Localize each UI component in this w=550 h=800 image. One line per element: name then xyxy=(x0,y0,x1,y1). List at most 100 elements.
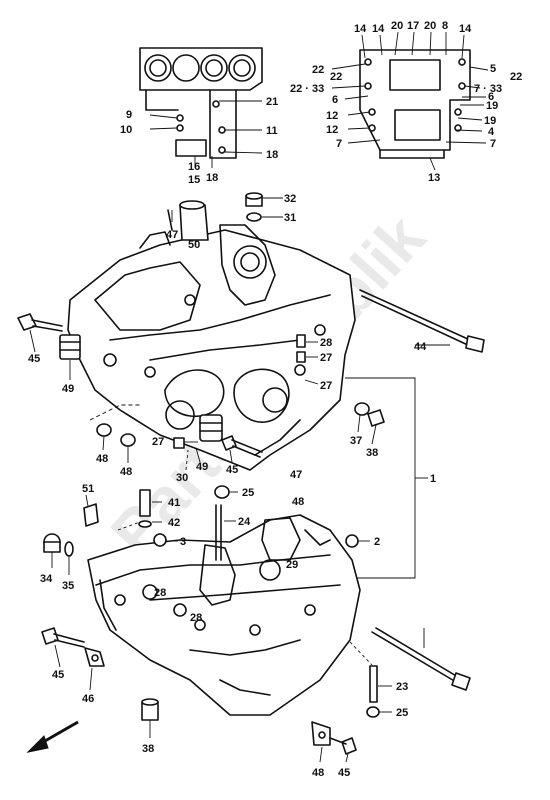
callout: 3 xyxy=(180,536,186,548)
front-arrow-icon xyxy=(26,720,79,753)
bolt-45-upper-left xyxy=(17,313,63,353)
sleeve-38-lower xyxy=(141,698,159,738)
dowel-pins-27-28 xyxy=(173,334,319,449)
callout: 17 xyxy=(407,20,419,32)
bolt-23-nut-25-lower xyxy=(349,641,392,718)
callout: 32 xyxy=(284,193,296,205)
callout: 22 xyxy=(312,64,324,76)
callout: 23 xyxy=(396,681,408,693)
oil-pressure-switch-49 xyxy=(59,334,81,380)
callout: 22 · 33 xyxy=(290,83,324,95)
callout: 6 xyxy=(332,94,338,106)
callout: 51 xyxy=(82,483,94,495)
callout: 44 xyxy=(414,341,427,353)
callout: 45 xyxy=(226,464,238,476)
callout: 13 xyxy=(428,172,440,184)
callout: 22 xyxy=(330,71,342,83)
callout: 49 xyxy=(62,383,74,395)
plug-34-washer-35 xyxy=(43,533,74,575)
callout: 48 xyxy=(312,767,324,779)
callout: 28 xyxy=(154,587,166,599)
callout: 10 xyxy=(120,124,132,136)
plugs-3-lower xyxy=(153,533,370,548)
callout-labels: 9 10 21 11 18 16 15 18 14 14 20 17 20 8 … xyxy=(28,20,522,779)
callout: 22 xyxy=(510,71,522,83)
callout: 12 xyxy=(326,124,338,136)
dashed-guide-30-49 xyxy=(185,447,201,471)
callout: 4 xyxy=(488,126,495,138)
callout: 7 · 33 xyxy=(474,83,502,95)
callout: 20 xyxy=(424,20,436,32)
oil-filter-49 xyxy=(199,414,223,442)
breather-cover xyxy=(167,200,209,246)
callout: 35 xyxy=(62,580,74,592)
callout: 38 xyxy=(366,447,378,459)
oil-filler-cap xyxy=(245,192,283,222)
callout: 34 xyxy=(40,573,53,585)
washers-48-upper xyxy=(89,404,140,463)
callout: 2 xyxy=(374,536,380,548)
inset-upper-crankcase-top-view xyxy=(139,47,263,168)
long-stud-43-lower xyxy=(371,627,471,691)
callout: 8 xyxy=(442,20,448,32)
callout: 27 xyxy=(320,380,332,392)
callout: 9 xyxy=(126,109,132,121)
callout: 42 xyxy=(168,517,180,529)
clamp-46-right-bolt-45 xyxy=(311,721,357,763)
callout: 14 xyxy=(372,23,385,35)
clamp-46-left xyxy=(84,647,105,691)
callout: 29 xyxy=(286,559,298,571)
bolt-45-front-upper xyxy=(221,435,263,463)
assembly-bracket-1 xyxy=(345,377,428,579)
callout: 47 xyxy=(290,469,302,481)
callout: 38 xyxy=(142,743,154,755)
callout: 16 xyxy=(188,161,200,173)
callout: 18 xyxy=(266,149,278,161)
callout: 7 xyxy=(490,138,496,150)
callout: 28 xyxy=(320,337,332,349)
callout: 11 xyxy=(266,125,278,137)
callout: 45 xyxy=(338,767,350,779)
callout: 25 xyxy=(242,487,254,499)
plug-37-38-right xyxy=(354,402,385,445)
callout: 28 xyxy=(190,612,202,624)
callout: 19 xyxy=(484,115,496,127)
callout: 25 xyxy=(396,707,408,719)
bolt-45-lower-left xyxy=(41,627,85,668)
callout: 27 xyxy=(320,352,332,364)
callout: 50 xyxy=(188,239,200,251)
cap-51 xyxy=(83,494,99,527)
callout: 45 xyxy=(28,353,40,365)
callout: 21 xyxy=(266,96,278,108)
callout: 5 xyxy=(490,63,496,75)
callout: 46 xyxy=(82,693,94,705)
callout: 20 xyxy=(391,20,403,32)
callout: 19 xyxy=(486,100,498,112)
callout: 7 xyxy=(336,138,342,150)
callout: 6 xyxy=(488,91,494,103)
callout: 12 xyxy=(326,110,338,122)
stud-24-and-nut-25 xyxy=(214,485,238,561)
callout: 47 xyxy=(166,229,178,241)
callout: 48 xyxy=(120,466,132,478)
callout: 30 xyxy=(176,472,188,484)
callout: 15 xyxy=(188,174,200,186)
callout: 41 xyxy=(168,497,180,509)
callout: 18 xyxy=(206,172,218,184)
tube-41-seal-42 xyxy=(117,489,162,531)
callout: 27 xyxy=(152,436,164,448)
callout: 48 xyxy=(96,453,108,465)
upper-crankcase xyxy=(67,224,356,471)
callout: 1 xyxy=(430,473,436,485)
callout: 14 xyxy=(459,23,472,35)
callout: 14 xyxy=(354,23,367,35)
callout: 37 xyxy=(350,435,362,447)
callout: 49 xyxy=(196,461,208,473)
long-stud-bolt-44 xyxy=(359,289,485,353)
inset-lower-crankcase-bottom-view xyxy=(331,31,489,171)
callout: 48 xyxy=(292,496,304,508)
callout: 24 xyxy=(238,516,251,528)
callout: 45 xyxy=(52,669,64,681)
callout: 31 xyxy=(284,212,296,224)
